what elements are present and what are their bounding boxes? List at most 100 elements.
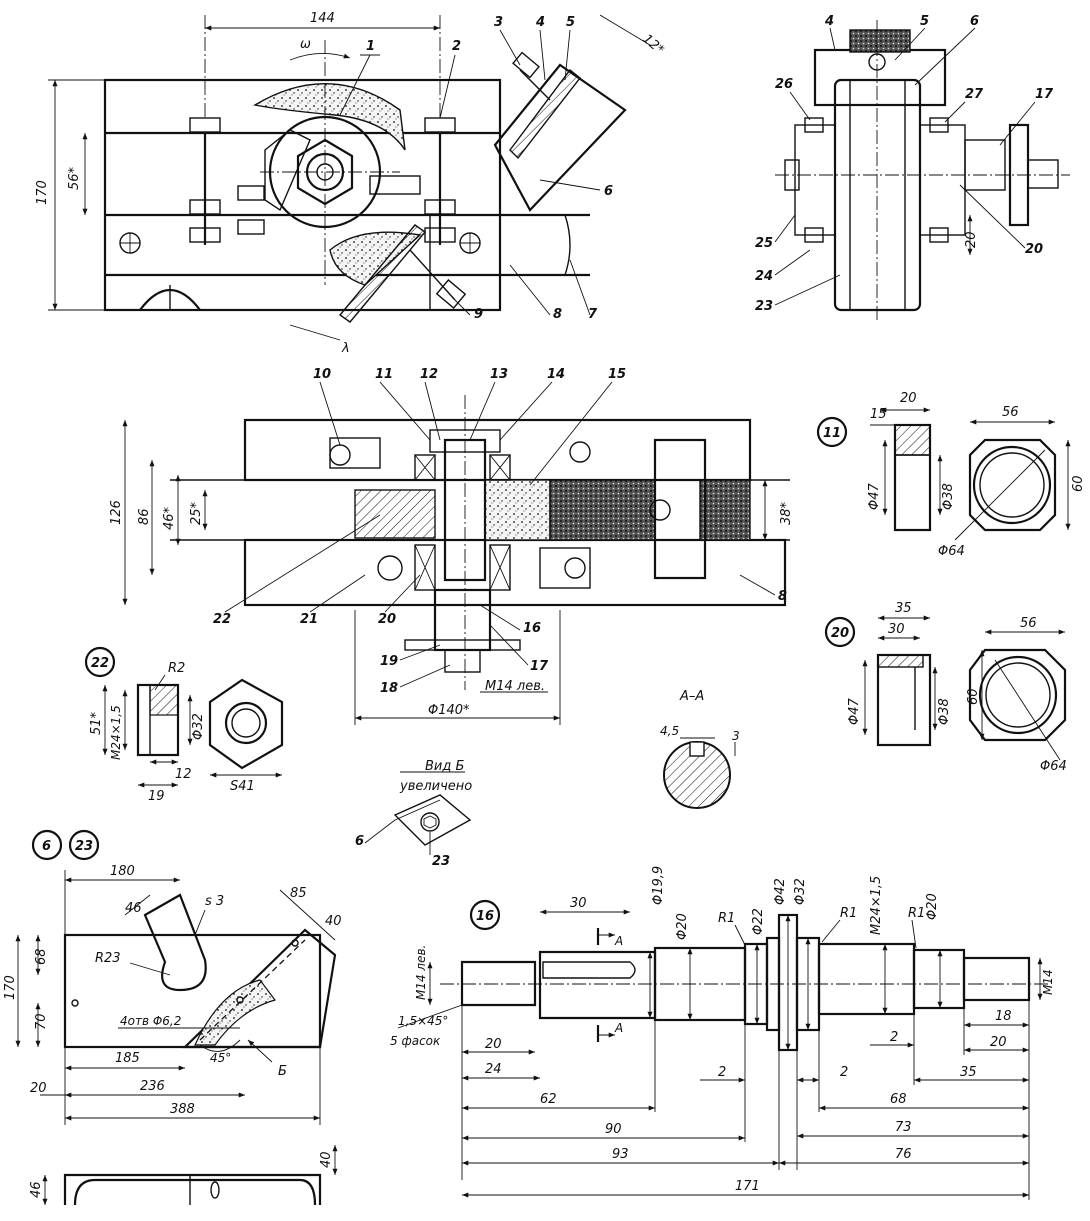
svg-text:56: 56 bbox=[1020, 616, 1037, 631]
end-label-27: 27 bbox=[965, 87, 984, 102]
svg-text:15: 15 bbox=[870, 407, 887, 422]
sec-label-14: 14 bbox=[547, 367, 565, 382]
svg-text:20: 20 bbox=[900, 391, 917, 406]
label-2: 2 bbox=[452, 39, 461, 54]
shaft-thread-left bbox=[460, 960, 537, 1007]
svg-text:Б: Б bbox=[278, 1064, 287, 1079]
section-view-assembly: 126 86 46* 25* 38* Φ140* M14 лев. 10 11 … bbox=[109, 367, 794, 725]
label-4: 4 bbox=[535, 15, 545, 30]
sec-dim-38: 38* bbox=[779, 501, 794, 525]
svg-text:Φ32: Φ32 bbox=[191, 713, 206, 740]
svg-text:5 фасок: 5 фасок bbox=[390, 1034, 441, 1048]
svg-text:A: A bbox=[614, 1021, 623, 1035]
svg-text:2: 2 bbox=[718, 1065, 726, 1080]
svg-text:s 3: s 3 bbox=[205, 894, 224, 909]
svg-text:35: 35 bbox=[960, 1065, 977, 1080]
sec-label-10: 10 bbox=[313, 367, 331, 382]
svg-text:Φ19,9: Φ19,9 bbox=[651, 866, 666, 905]
svg-text:Φ64: Φ64 bbox=[1040, 759, 1067, 774]
svg-text:20: 20 bbox=[485, 1037, 502, 1052]
svg-text:70: 70 bbox=[34, 1013, 49, 1030]
svg-text:45°: 45° bbox=[210, 1051, 231, 1065]
sec-label-20: 20 bbox=[378, 612, 396, 627]
svg-text:Φ20: Φ20 bbox=[925, 893, 940, 920]
svg-text:18: 18 bbox=[995, 1009, 1012, 1024]
lambda-label: λ bbox=[341, 341, 350, 356]
end-label-17: 17 bbox=[1035, 87, 1054, 102]
svg-text:170: 170 bbox=[3, 975, 18, 1000]
plate-detail: 6 23 180 46 s 3 85 40 R23 68 170 70 4отв… bbox=[3, 829, 342, 1206]
svg-text:увеличено: увеличено bbox=[399, 779, 472, 794]
svg-text:3: 3 bbox=[732, 729, 740, 743]
svg-text:4,5: 4,5 bbox=[660, 724, 679, 738]
svg-text:11: 11 bbox=[823, 426, 841, 441]
svg-text:19: 19 bbox=[148, 789, 165, 804]
dim-170: 170 bbox=[35, 180, 50, 205]
svg-text:R1: R1 bbox=[840, 906, 857, 921]
svg-text:R1: R1 bbox=[908, 906, 925, 921]
sec-label-22: 22 bbox=[213, 612, 231, 627]
svg-text:R23: R23 bbox=[95, 951, 121, 966]
svg-text:60: 60 bbox=[966, 688, 981, 705]
sec-dim-126: 126 bbox=[109, 500, 124, 525]
svg-text:4отв Φ6,2: 4отв Φ6,2 bbox=[120, 1014, 181, 1028]
tool-holder-lower bbox=[338, 224, 467, 323]
omega-label: ω bbox=[300, 37, 311, 52]
frame-outline bbox=[103, 78, 502, 312]
shaft-thread-right bbox=[962, 956, 1031, 1002]
part-11-plan bbox=[968, 438, 1057, 532]
svg-text:Φ22: Φ22 bbox=[751, 908, 766, 935]
dim-144: 144 bbox=[310, 11, 335, 26]
svg-text:S41: S41 bbox=[230, 779, 255, 794]
part-6-badge bbox=[31, 829, 63, 861]
sec-dim-d140: Φ140* bbox=[428, 703, 470, 718]
end-label-5: 5 bbox=[920, 14, 929, 29]
svg-text:Φ38: Φ38 bbox=[937, 698, 952, 725]
svg-text:23: 23 bbox=[75, 839, 93, 854]
svg-text:85: 85 bbox=[290, 886, 307, 901]
dim-12: 12* bbox=[639, 32, 667, 59]
part-11-detail: 11 20 15 Φ47 Φ38 56 60 Φ64 bbox=[816, 391, 1086, 559]
part-20-plan bbox=[968, 648, 1067, 742]
part-23-badge bbox=[68, 829, 100, 861]
end-label-20: 20 bbox=[1025, 242, 1043, 257]
svg-text:R1: R1 bbox=[718, 911, 735, 926]
end-label-24: 24 bbox=[755, 269, 773, 284]
sec-label-18: 18 bbox=[380, 681, 398, 696]
svg-text:171: 171 bbox=[735, 1179, 760, 1194]
part-20-detail: 20 35 30 Φ47 Φ38 56 60 Φ64 bbox=[824, 601, 1067, 774]
end-label-23: 23 bbox=[755, 299, 773, 314]
svg-text:16: 16 bbox=[476, 909, 494, 924]
abrasive-section-1 bbox=[484, 479, 551, 541]
svg-text:60: 60 bbox=[1071, 475, 1086, 492]
sec-label-11: 11 bbox=[375, 367, 393, 382]
sec-label-13: 13 bbox=[490, 367, 508, 382]
svg-text:Φ64: Φ64 bbox=[938, 544, 965, 559]
end-label-25: 25 bbox=[755, 236, 773, 251]
view-b-title: Вид Б bbox=[425, 759, 464, 774]
abrasive-section-2 bbox=[549, 479, 656, 541]
bolt-left bbox=[189, 117, 221, 245]
svg-text:Φ32: Φ32 bbox=[793, 878, 808, 905]
svg-text:6: 6 bbox=[355, 834, 364, 849]
svg-text:12: 12 bbox=[175, 767, 192, 782]
svg-text:68: 68 bbox=[34, 948, 49, 965]
end-label-6: 6 bbox=[970, 14, 979, 29]
part-22-badge bbox=[84, 646, 116, 678]
part-11-badge bbox=[816, 416, 848, 448]
label-5: 5 bbox=[566, 15, 575, 30]
sec-dim-m14: M14 лев. bbox=[485, 679, 545, 694]
svg-text:56: 56 bbox=[1002, 405, 1019, 420]
svg-text:68: 68 bbox=[890, 1092, 907, 1107]
svg-text:24: 24 bbox=[485, 1062, 502, 1077]
svg-text:Φ42: Φ42 bbox=[773, 878, 788, 905]
svg-text:2: 2 bbox=[840, 1065, 848, 1080]
svg-text:6: 6 bbox=[42, 839, 51, 854]
end-view-assembly: 20 4 5 6 26 27 17 20 25 24 23 bbox=[755, 14, 1070, 320]
svg-text:76: 76 bbox=[895, 1147, 912, 1162]
tool-holder-upper bbox=[493, 51, 627, 212]
sec-label-17: 17 bbox=[530, 659, 549, 674]
svg-text:40: 40 bbox=[319, 1151, 334, 1168]
svg-text:M24×1,5: M24×1,5 bbox=[109, 705, 123, 760]
